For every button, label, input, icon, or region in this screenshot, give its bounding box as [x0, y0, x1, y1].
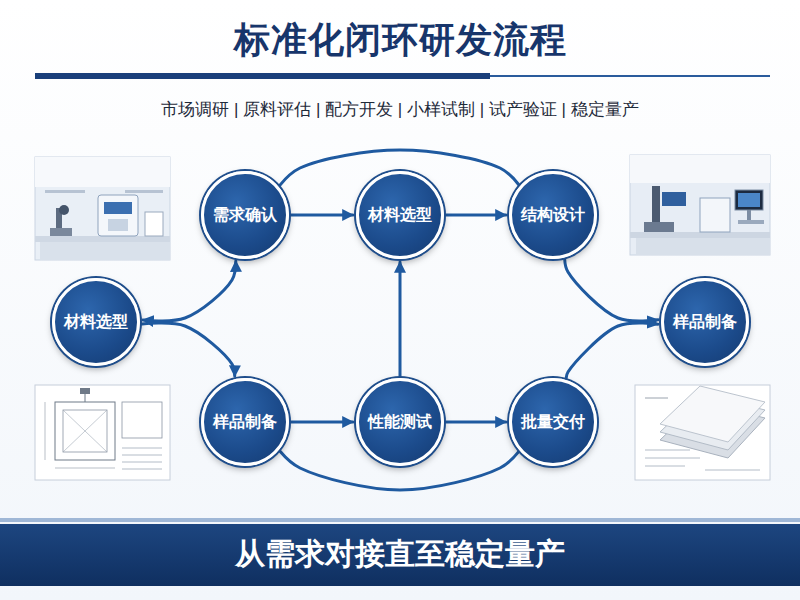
node-label: 材料选型 — [64, 312, 128, 333]
note-line — [645, 458, 700, 459]
instrument-head — [662, 192, 686, 206]
title-text: 标准化闭环研发流程 — [234, 19, 567, 60]
microscope-base — [50, 228, 72, 236]
machine — [98, 195, 138, 236]
flow-connector — [291, 421, 353, 424]
instrument-base — [644, 222, 674, 232]
node-label: 需求确认 — [213, 205, 277, 226]
node-label: 结构设计 — [521, 205, 585, 226]
flow-connector — [399, 262, 402, 376]
bench-front — [636, 238, 770, 255]
node-label: 材料选型 — [368, 205, 432, 226]
caption-text: 从需求对接直至稳定量产 — [235, 537, 565, 570]
note-line — [645, 398, 668, 399]
part-inner — [63, 410, 107, 452]
machine-panel — [104, 202, 132, 214]
caption-band — [0, 524, 800, 586]
sheet-samples — [635, 385, 770, 480]
dimension-line — [55, 468, 115, 469]
monitor — [735, 190, 763, 210]
process-circle: 材料选型 — [52, 278, 140, 366]
sheet-layer — [660, 386, 765, 442]
side-view — [122, 402, 162, 438]
note-line — [705, 470, 760, 471]
shelf — [125, 190, 163, 193]
flow-connector — [565, 259, 658, 321]
monitor-stand — [747, 210, 751, 220]
node-label: 样品制备 — [213, 412, 277, 433]
caption: 从需求对接直至稳定量产 — [0, 530, 800, 578]
part-outline — [55, 402, 115, 460]
flow-connector — [143, 261, 236, 321]
process-circle: 需求确认 — [201, 171, 289, 259]
section-line — [63, 410, 107, 452]
machine-door — [108, 219, 128, 231]
ceiling — [630, 155, 770, 183]
ceiling — [35, 157, 170, 187]
photo-frame — [35, 157, 170, 260]
tester — [700, 198, 730, 232]
dimension-line — [45, 402, 46, 460]
technical-drawing — [35, 385, 170, 480]
process-circle: 材料选型 — [356, 171, 444, 259]
table-line — [122, 455, 162, 456]
section-line — [63, 410, 107, 452]
lab-photo — [35, 157, 170, 260]
table-line — [122, 462, 162, 463]
photo-frame — [630, 155, 770, 255]
table-line — [122, 469, 162, 470]
process-circle: 性能测试 — [356, 378, 444, 466]
flow-connector — [446, 214, 506, 217]
spindle-head — [80, 388, 90, 394]
monitor-screen — [738, 193, 760, 207]
bench-front — [40, 242, 170, 260]
shelf — [45, 190, 85, 193]
title: 标准化闭环研发流程 — [0, 16, 800, 65]
microscope-head — [59, 205, 69, 215]
title-underline — [35, 73, 490, 79]
lab-photo — [630, 155, 770, 255]
flow-connector — [566, 323, 658, 378]
keyboard — [738, 220, 764, 224]
process-circle: 样品制备 — [661, 278, 749, 366]
process-circle: 样品制备 — [201, 378, 289, 466]
drawing-sheet — [35, 385, 170, 480]
band-stripe — [0, 518, 800, 522]
process-circle: 结构设计 — [509, 171, 597, 259]
table-line — [122, 448, 162, 449]
node-label: 样品制备 — [673, 312, 737, 333]
flow-connector — [446, 421, 506, 424]
note-line — [645, 450, 690, 451]
subtitle-text: 市场调研 | 原料评估 | 配方开发 | 小样试制 | 试产验证 | 稳定量产 — [161, 100, 638, 119]
bench — [630, 232, 770, 238]
cabinet — [145, 212, 163, 236]
process-circle: 批量交付 — [509, 378, 597, 466]
photo-frame — [635, 385, 770, 480]
node-label: 批量交付 — [521, 412, 585, 433]
bench — [35, 236, 170, 242]
node-label: 性能测试 — [368, 412, 432, 433]
subtitle: 市场调研 | 原料评估 | 配方开发 | 小样试制 | 试产验证 | 稳定量产 — [0, 98, 800, 121]
flow-connector — [291, 214, 353, 217]
title-underline — [490, 75, 770, 77]
flow-connector — [142, 323, 235, 376]
note-line — [645, 466, 685, 467]
